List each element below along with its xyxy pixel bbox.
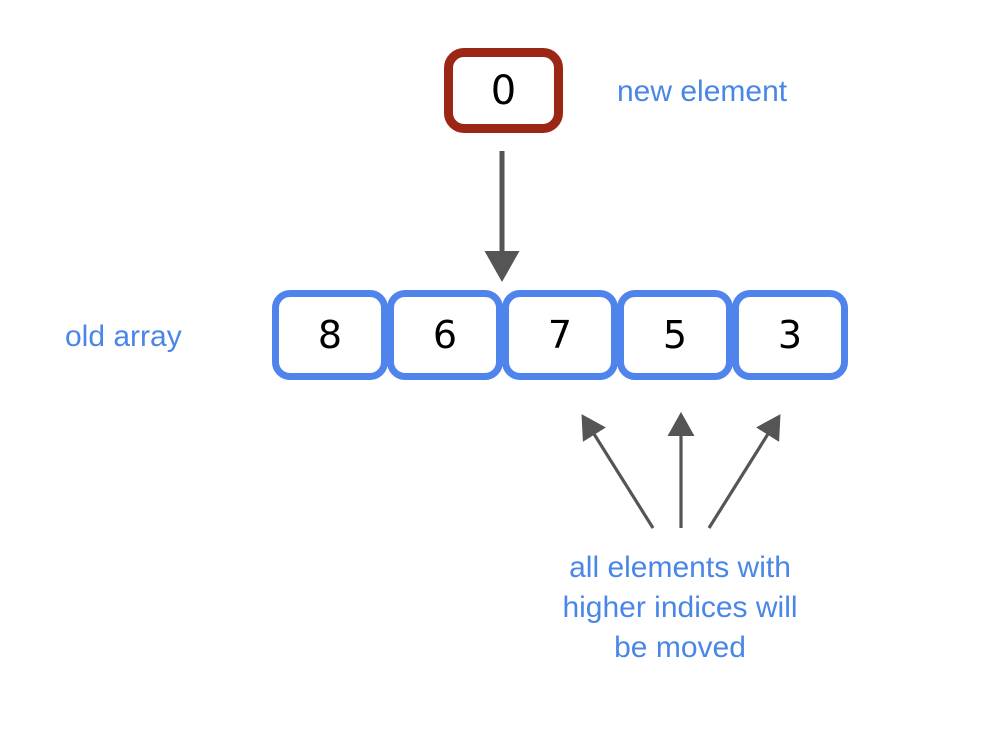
array-cell: 7: [502, 290, 618, 380]
array-cell-value: 3: [777, 313, 803, 357]
new-element-label: new element: [617, 75, 788, 108]
old-array-label: old array: [65, 320, 182, 353]
array-cell: 6: [387, 290, 503, 380]
new-element-box: 0: [444, 48, 563, 133]
array-cell-value: 6: [432, 313, 458, 357]
new-element-value: 0: [490, 67, 517, 114]
caption-line-2: higher indices will: [562, 590, 798, 624]
array-cell: 8: [272, 290, 388, 380]
array-cell-value: 7: [547, 313, 573, 357]
array-cell-value: 5: [662, 313, 688, 357]
caption-line-3: be moved: [614, 630, 746, 664]
up-arrow-left: [581, 414, 655, 529]
shift-caption: all elements with higher indices will be…: [480, 548, 880, 668]
old-array-row: 8 6 7 5 3: [272, 290, 848, 380]
caption-line-1: all elements with: [569, 551, 791, 584]
up-arrow-right: [707, 414, 781, 529]
array-cell: 5: [617, 290, 733, 380]
array-cell: 3: [732, 290, 848, 380]
array-cell-value: 8: [317, 313, 343, 357]
